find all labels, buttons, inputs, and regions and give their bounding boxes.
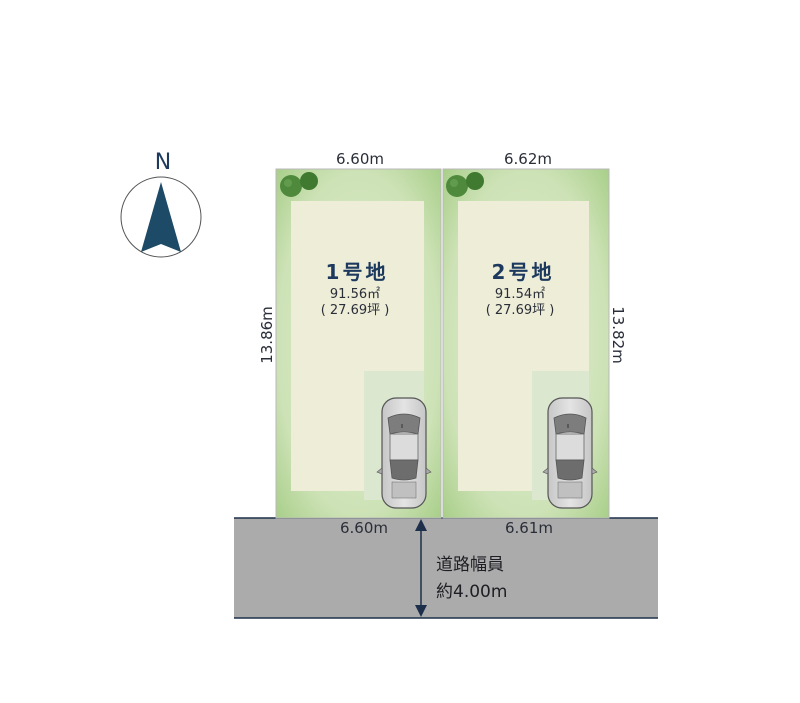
lot-1-depth: 13.86m (257, 306, 276, 364)
lot-1-top-width: 6.60m (335, 150, 385, 168)
car-icon (376, 397, 432, 509)
tree-icon (446, 172, 484, 197)
lot-1-tsubo: ( 27.69坪 ) (320, 303, 390, 318)
north-arrow-icon (141, 182, 181, 252)
road-width-arrow (415, 519, 427, 617)
road-width-value: 約4.00m (436, 582, 508, 602)
lot-2-bottom-width: 6.61m (504, 519, 554, 537)
lot-2-name: 2号地 (491, 260, 555, 284)
compass (120, 176, 202, 258)
lot-2-area: 91.54㎡ (494, 287, 546, 302)
lot-1-area: 91.56㎡ (329, 287, 381, 302)
compass-north-label: N (154, 150, 172, 175)
lot-1 (275, 168, 442, 519)
road (234, 518, 658, 618)
lot-2-building-area (458, 201, 589, 491)
lot-2-tsubo: ( 27.69坪 ) (485, 303, 555, 318)
road-width-label: 道路幅員 (436, 555, 504, 575)
lot-1-bottom-width: 6.60m (339, 519, 389, 537)
lot-1-building-area (291, 201, 424, 491)
lot-2 (442, 168, 610, 519)
car-icon (542, 397, 598, 509)
lot-2-depth: 13.82m (608, 306, 627, 364)
tree-icon (280, 172, 318, 197)
lot-1-name: 1号地 (325, 260, 389, 284)
lot-2-top-width: 6.62m (503, 150, 553, 168)
